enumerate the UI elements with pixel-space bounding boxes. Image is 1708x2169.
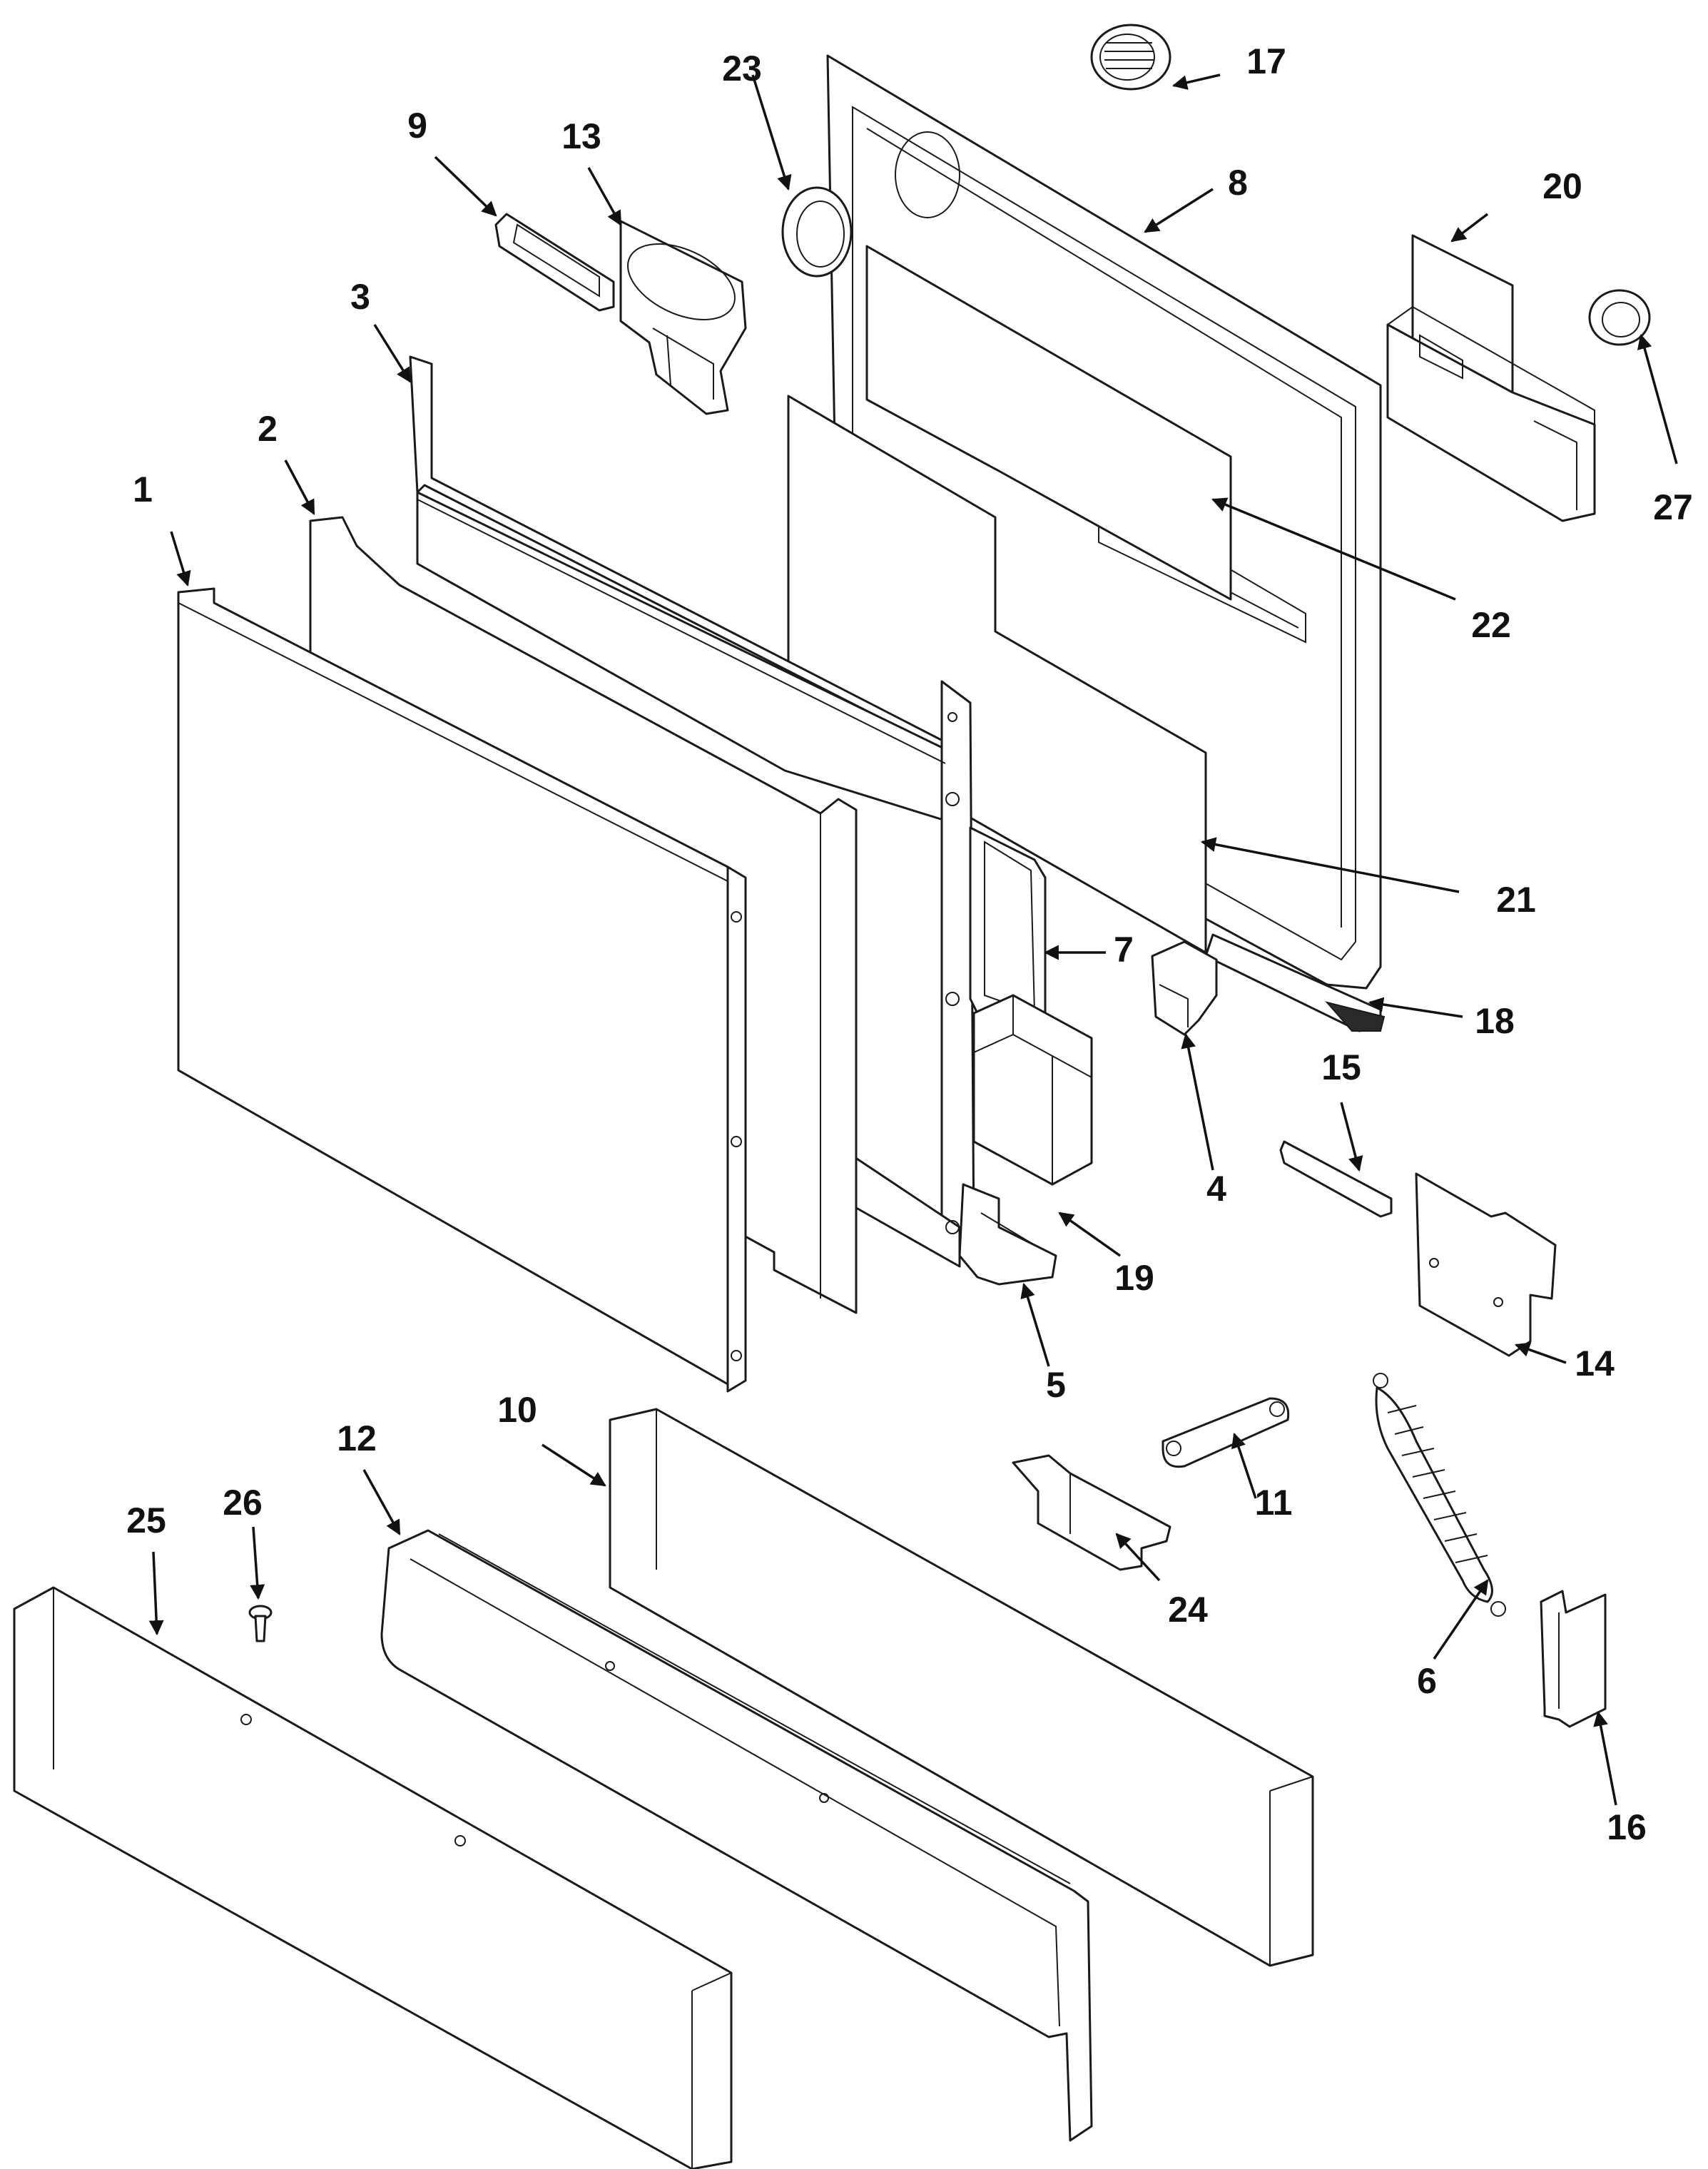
part-5-bracket: [958, 1183, 1057, 1286]
callout-21[interactable]: 21: [1496, 880, 1536, 920]
callout-8[interactable]: 8: [1228, 163, 1248, 203]
callout-5[interactable]: 5: [1046, 1365, 1066, 1405]
part-20-vent-assembly: [1386, 234, 1596, 522]
part-1-outer-door-panel: [177, 587, 747, 1393]
leader-lines: [148, 73, 1678, 1806]
part-11-hinge-link: [1161, 1397, 1290, 1468]
callout-25[interactable]: 25: [126, 1500, 166, 1540]
callout-13[interactable]: 13: [561, 116, 601, 156]
callout-1[interactable]: 1: [133, 469, 153, 509]
callout-16[interactable]: 16: [1607, 1807, 1647, 1847]
callout-3[interactable]: 3: [350, 277, 370, 317]
callout-4[interactable]: 4: [1206, 1169, 1226, 1209]
part-26-screw: [248, 1605, 273, 1642]
callout-7[interactable]: 7: [1114, 930, 1134, 970]
callout-22[interactable]: 22: [1471, 605, 1511, 645]
callout-10[interactable]: 10: [497, 1390, 537, 1430]
callout-labels: 1 2 3 4 5 6 7 8 9 10 11 12 13 14 15 16 1…: [126, 41, 1693, 1847]
part-6-door-spring: [1373, 1373, 1506, 1617]
callout-14[interactable]: 14: [1575, 1343, 1615, 1383]
callout-20[interactable]: 20: [1542, 166, 1582, 206]
callout-26[interactable]: 26: [223, 1483, 263, 1523]
part-19-control-module: [972, 994, 1093, 1186]
callout-23[interactable]: 23: [722, 49, 762, 88]
callout-19[interactable]: 19: [1114, 1258, 1154, 1298]
part-3-inner-door-panel: [409, 355, 975, 1268]
part-25-toe-panel: [13, 1586, 733, 2169]
callout-12[interactable]: 12: [337, 1418, 377, 1458]
part-16-corner-bracket: [1540, 1590, 1607, 1728]
callout-9[interactable]: 9: [407, 106, 427, 146]
callout-11[interactable]: 11: [1255, 1483, 1293, 1523]
callout-24[interactable]: 24: [1168, 1590, 1208, 1630]
callout-15[interactable]: 15: [1321, 1047, 1361, 1087]
part-27-vent-plug: [1588, 289, 1651, 346]
part-10-insulation-block: [609, 1408, 1314, 1967]
part-9-bezel: [494, 213, 615, 312]
part-23-gasket-ring: [781, 186, 853, 278]
callout-18[interactable]: 18: [1475, 1001, 1515, 1041]
part-15-strike-bracket: [1279, 1140, 1393, 1218]
callout-2[interactable]: 2: [258, 409, 278, 449]
part-12-kickplate-frame: [380, 1529, 1093, 2142]
callout-17[interactable]: 17: [1246, 41, 1286, 81]
part-14-hinge-bracket: [1415, 1172, 1557, 1357]
part-17-vent-cap: [1090, 24, 1171, 91]
part-13-dispenser-assembly: [619, 220, 747, 415]
callout-27[interactable]: 27: [1653, 487, 1693, 527]
part-24-mounting-bracket: [1012, 1454, 1171, 1571]
part-4-door-latch: [1151, 940, 1218, 1036]
callout-6[interactable]: 6: [1417, 1661, 1437, 1701]
part-18-door-seal-strip: [1204, 933, 1386, 1032]
part-22-insulation-panel: [865, 245, 1232, 601]
part-7-door-gasket: [969, 826, 1047, 1036]
